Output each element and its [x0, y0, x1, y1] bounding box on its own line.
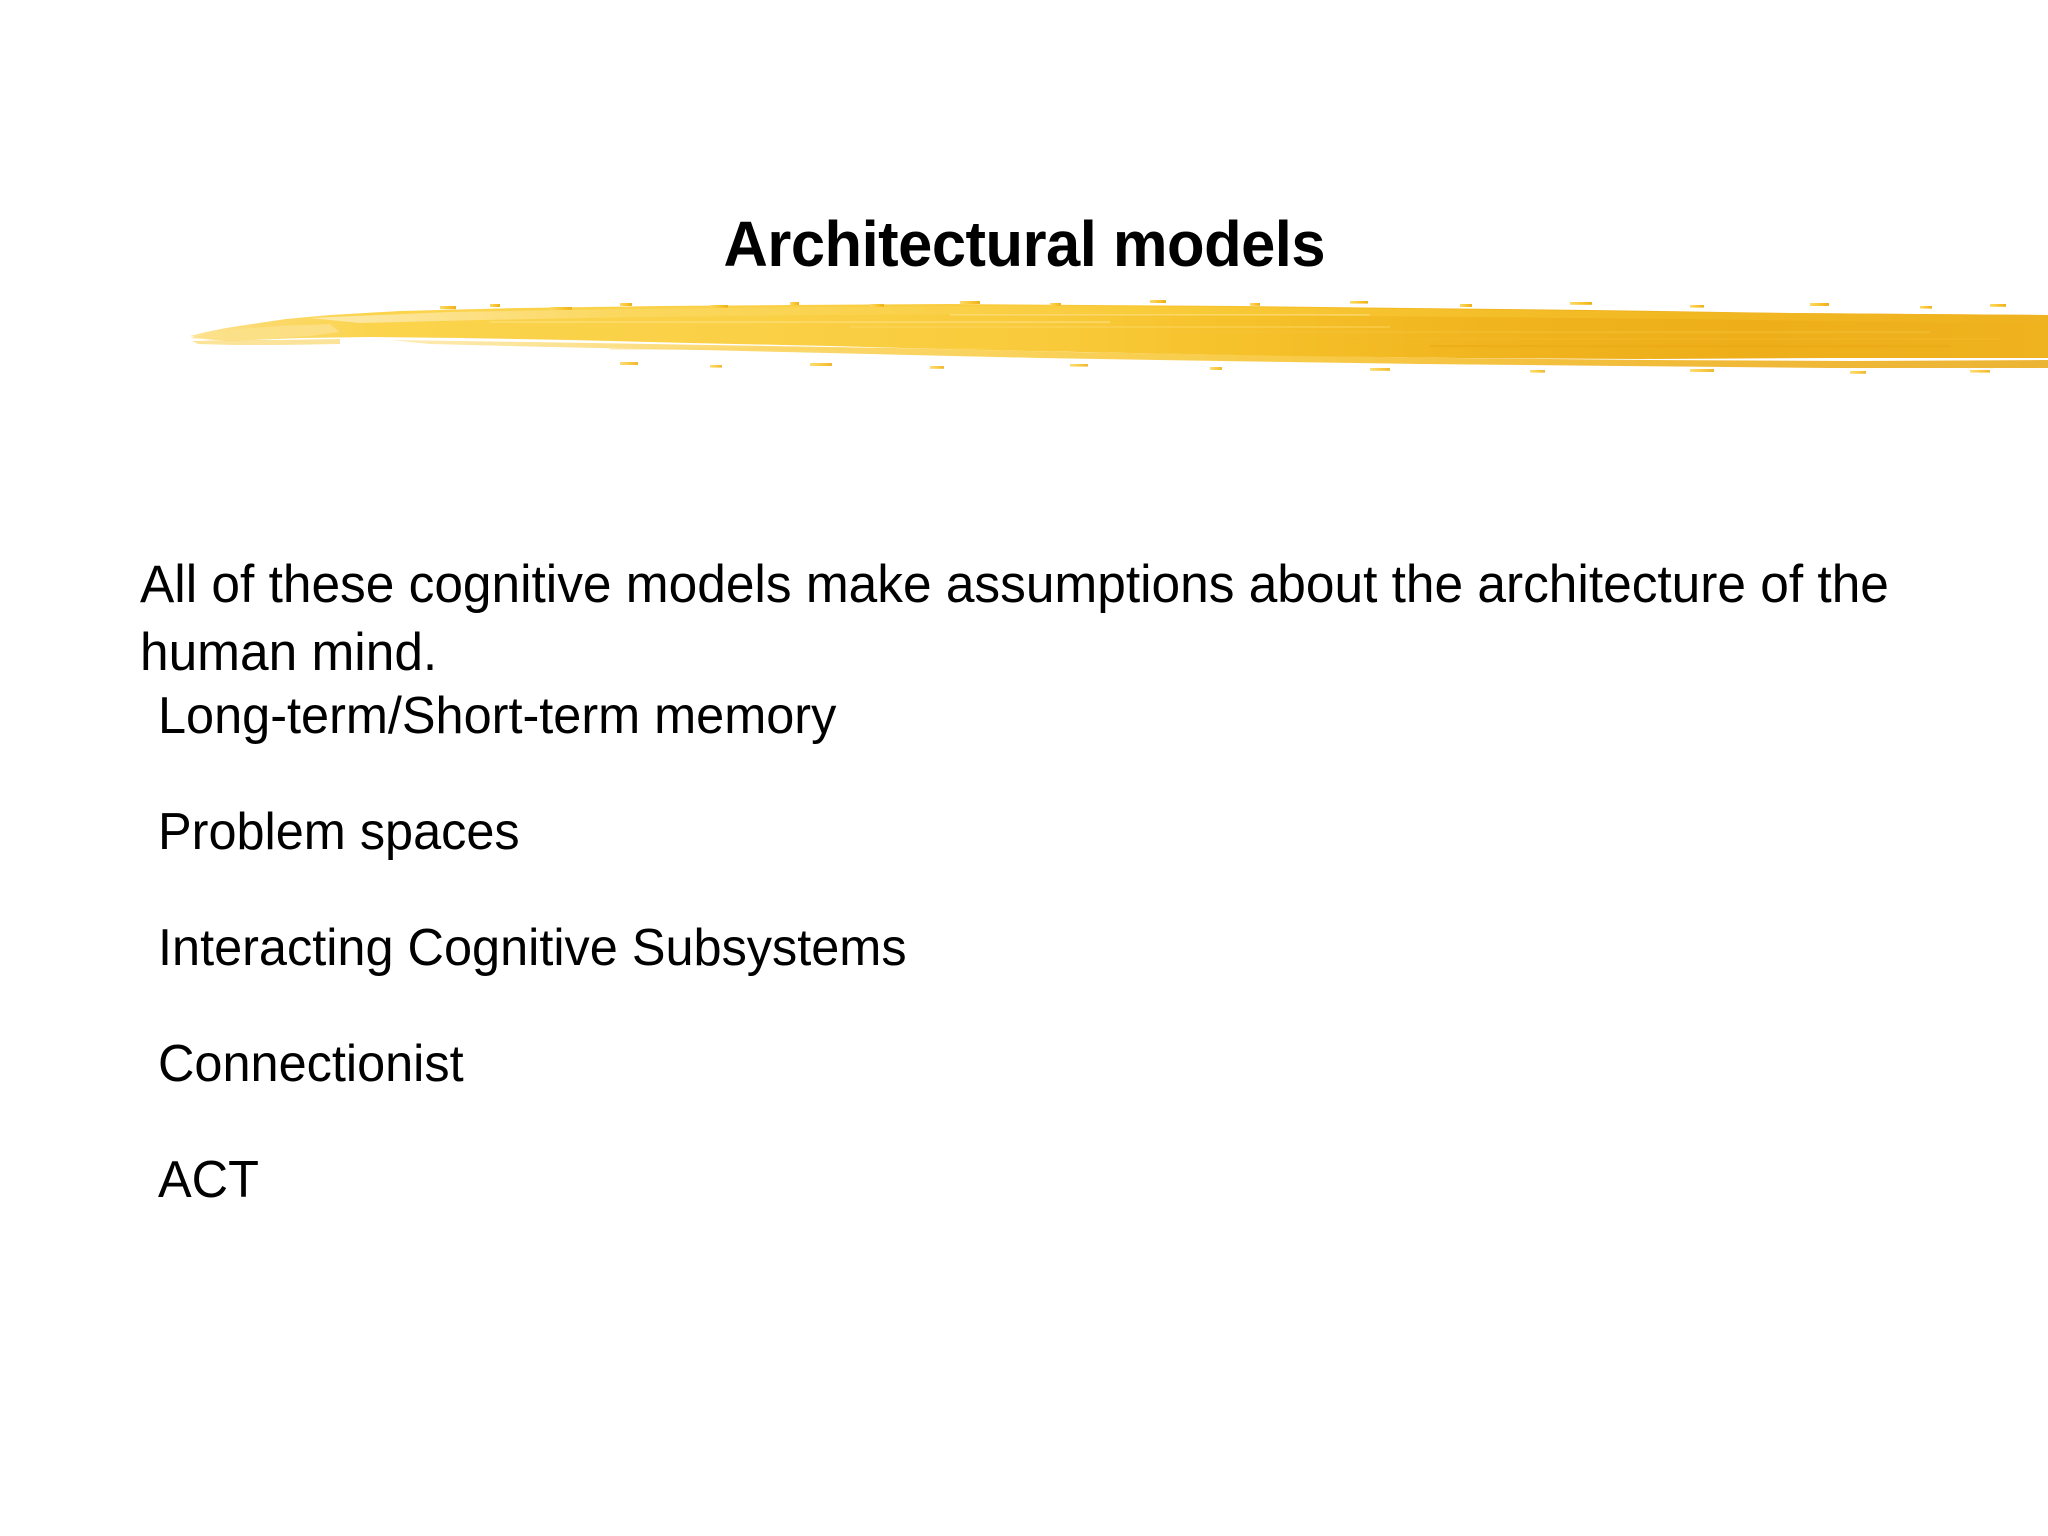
list-item: Long-term/Short-term memory	[158, 687, 837, 745]
list-item: Connectionist	[158, 1035, 464, 1093]
list-item: Interacting Cognitive Subsystems	[158, 919, 907, 977]
list-item: Problem spaces	[158, 803, 520, 861]
model-list: Long-term/Short-term memory Problem spac…	[158, 686, 1858, 1266]
page-title: Architectural models	[723, 207, 1325, 280]
intro-paragraph: All of these cognitive models make assum…	[140, 555, 1889, 682]
list-item: ACT	[158, 1151, 259, 1209]
title-block: Architectural models	[0, 168, 2048, 321]
